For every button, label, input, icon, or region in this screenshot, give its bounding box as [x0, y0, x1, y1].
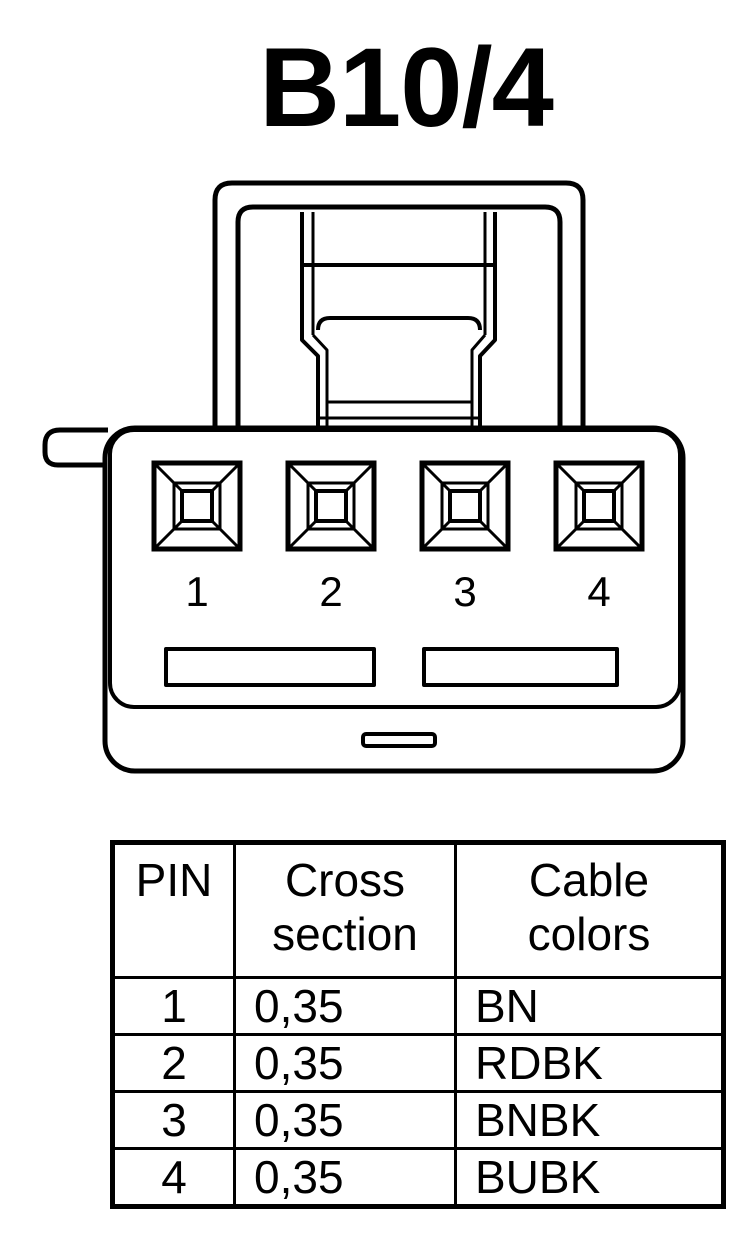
pin-cavity-1 [151, 460, 243, 552]
cell-pin: 4 [111, 1147, 236, 1208]
connector-title: B10/4 [259, 25, 554, 150]
pin-cavity-4 [553, 460, 645, 552]
keying-slot-left [164, 647, 376, 687]
cell-cable-color: BNBK [454, 1090, 725, 1150]
cell-cable-color: BN [454, 976, 725, 1036]
table-header-row: PIN Cross section Cable colors [111, 841, 725, 979]
pin-number-3: 3 [453, 568, 476, 615]
header-cable-colors: Cable colors [454, 841, 725, 979]
pin-number-1: 1 [185, 568, 208, 615]
cell-cable-color: BUBK [454, 1147, 725, 1208]
cell-pin: 1 [111, 976, 236, 1036]
table-row: 3 0,35 BNBK [111, 1090, 725, 1150]
cell-pin: 3 [111, 1090, 236, 1150]
table-row: 4 0,35 BUBK [111, 1147, 725, 1208]
connector-drawing: 1 2 3 4 [42, 180, 686, 774]
pin-number-4: 4 [587, 568, 610, 615]
table-row: 1 0,35 BN [111, 976, 725, 1036]
latch-housing-inner [235, 204, 563, 430]
header-cross-section: Cross section [233, 841, 457, 979]
pin-number-2: 2 [319, 568, 342, 615]
cell-cross-section: 0,35 [233, 976, 457, 1036]
side-tab [42, 427, 108, 468]
cell-cross-section: 0,35 [233, 1033, 457, 1093]
connector-body-inner [108, 428, 682, 709]
pin-cavity-3 [419, 460, 511, 552]
cell-cross-section: 0,35 [233, 1147, 457, 1208]
cell-pin: 2 [111, 1033, 236, 1093]
pin-assignment-table: PIN Cross section Cable colors 1 0,35 BN… [110, 840, 726, 1209]
bottom-slot [361, 732, 437, 748]
cell-cable-color: RDBK [454, 1033, 725, 1093]
header-pin: PIN [111, 841, 236, 979]
keying-slot-right [422, 647, 619, 687]
table-row: 2 0,35 RDBK [111, 1033, 725, 1093]
latch-tongue [300, 212, 497, 430]
pin-cavity-2 [285, 460, 377, 552]
latch-housing-outer [212, 180, 586, 430]
cell-cross-section: 0,35 [233, 1090, 457, 1150]
